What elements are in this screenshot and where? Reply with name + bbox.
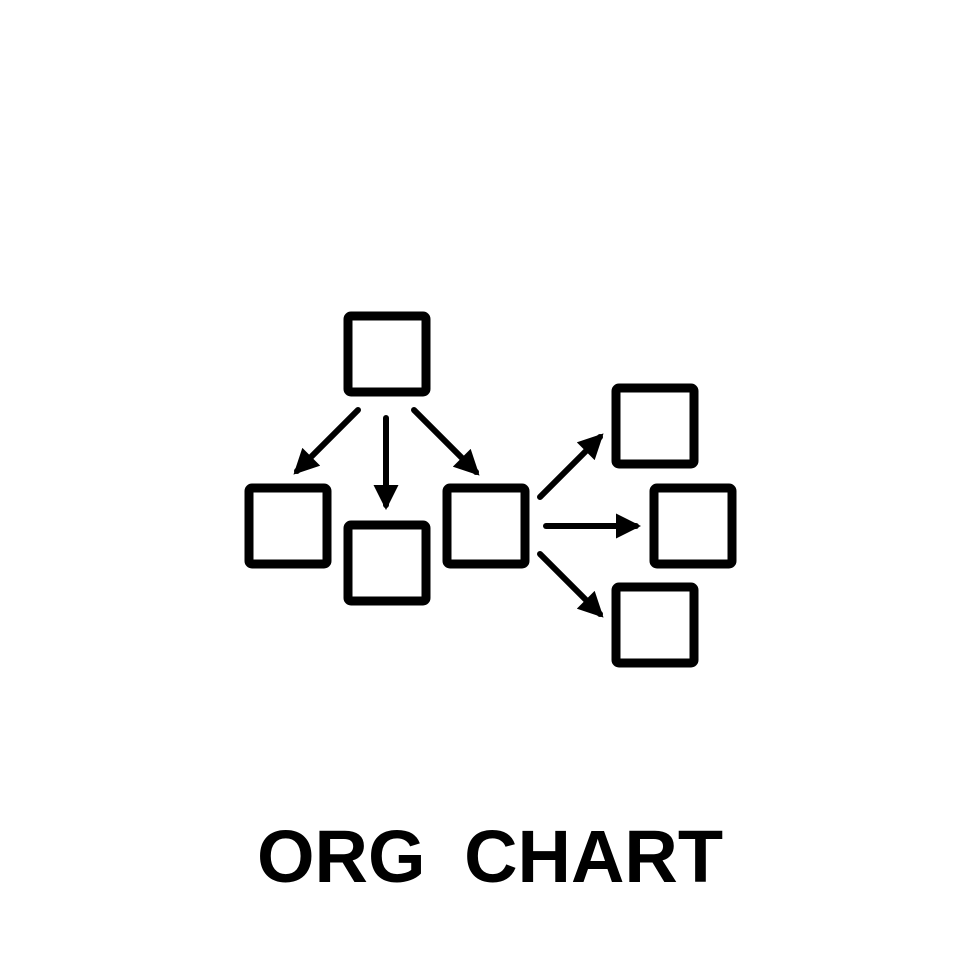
middle-box (343, 520, 431, 606)
arrow-hub-to-right-top (537, 433, 604, 500)
arrow-hub-to-right-bottom (537, 551, 604, 618)
right-top-box (611, 383, 699, 469)
left-box (244, 483, 332, 569)
icon-caption: ORG CHART (256, 815, 724, 898)
top-box (343, 311, 431, 397)
hub-box (442, 483, 530, 569)
right-bottom-box (611, 582, 699, 668)
arrow-top-to-left (293, 407, 361, 475)
arrow-top-to-hub (411, 407, 480, 476)
right-middle-box (649, 483, 737, 569)
